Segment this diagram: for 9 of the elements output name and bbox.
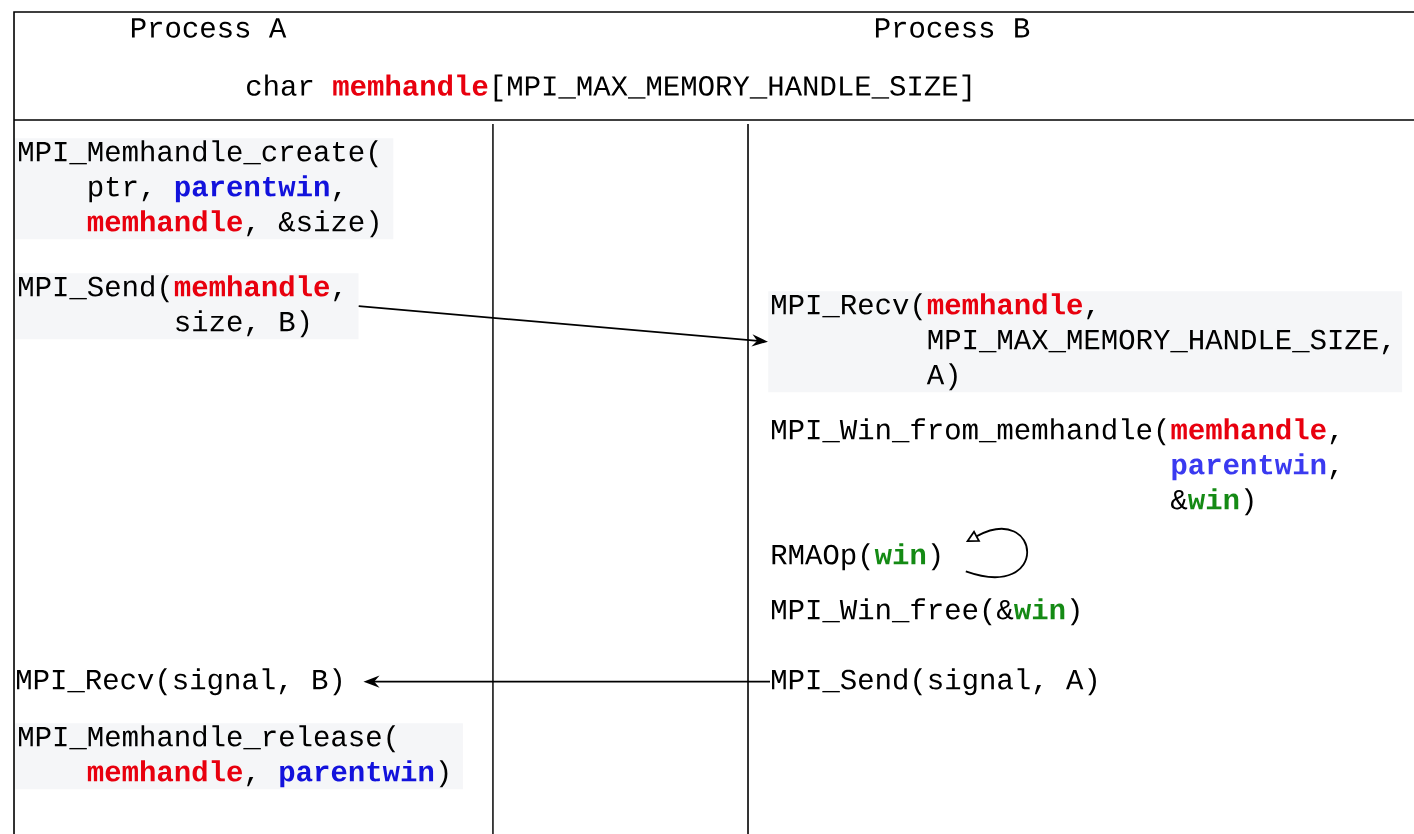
code-line: MPI_Win_from_memhandle(memhandle, parentwin, &win) bbox=[772, 418, 1337, 516]
heading: char memhandle[MPI_MAX_MEMORY_HANDLE_SIZE] bbox=[247, 74, 971, 102]
heading: Process A bbox=[132, 18, 287, 38]
heading: Process B bbox=[876, 18, 1030, 38]
code-line: MPI_Win_free(&win) bbox=[772, 598, 1079, 626]
loop-arrow bbox=[964, 528, 1029, 578]
code-line: RMAOp(win) bbox=[772, 543, 940, 571]
code-line: MPI_Send(signal, A) bbox=[772, 668, 1096, 696]
code-line: MPI_Recv(signal, B) bbox=[17, 668, 341, 696]
